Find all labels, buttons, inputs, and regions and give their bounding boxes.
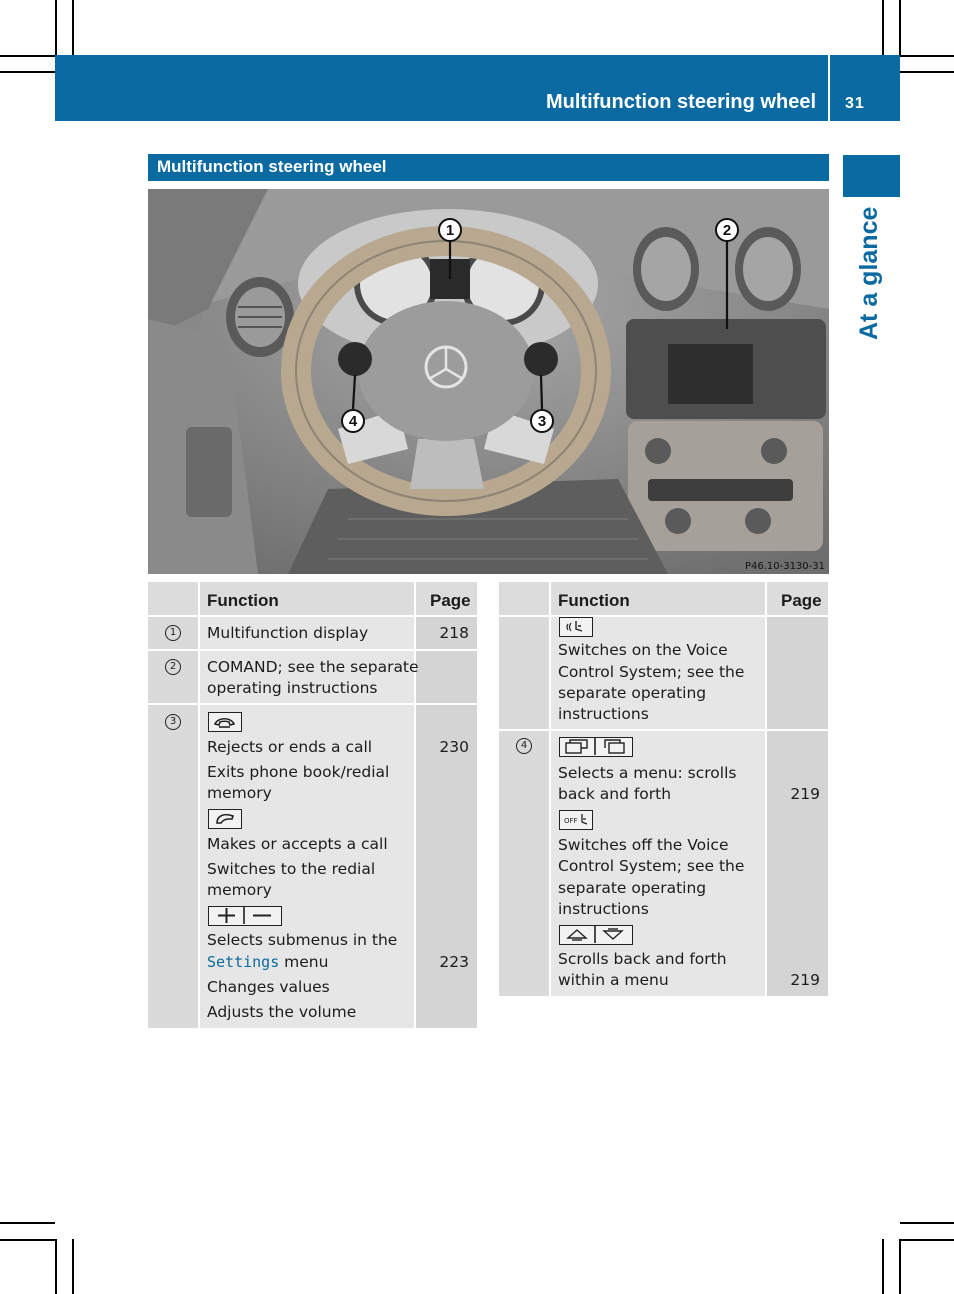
table-header: Function Page [499, 582, 828, 616]
crop-mark [899, 0, 901, 55]
page-column [767, 616, 828, 996]
page-number: 31 [845, 95, 865, 112]
row-text: Selects submenus in the [207, 931, 398, 949]
header-divider [828, 55, 830, 121]
row-divider [499, 729, 828, 731]
number-column [148, 616, 198, 1028]
row-number: 4 [516, 738, 532, 754]
crop-mark [0, 55, 55, 57]
row-page: 218 [439, 624, 469, 642]
column-header-page: Page [430, 591, 471, 610]
row-text-rest: menu [279, 953, 329, 971]
crop-mark [900, 1239, 954, 1241]
callout-4: 4 [349, 413, 358, 430]
column-header-function: Function [207, 591, 279, 610]
row-number: 3 [165, 714, 181, 730]
callout-2: 2 [723, 222, 731, 239]
crop-mark [882, 0, 884, 55]
row-page: 219 [790, 785, 820, 803]
row-text: Settings menu [207, 952, 328, 974]
settings-code-text: Settings [207, 953, 280, 971]
crop-mark [899, 1239, 901, 1294]
row-text: separate operating [558, 879, 707, 897]
row-number: 2 [165, 659, 181, 675]
dashboard-photo: 1 2 3 4 P46.10-3130-31 [148, 189, 829, 574]
row-text: Makes or accepts a call [207, 835, 388, 853]
column-header-function: Function [558, 591, 630, 610]
scroll-up-down-icon [559, 925, 633, 945]
row-text: instructions [558, 705, 649, 723]
column-divider [198, 582, 200, 1028]
row-text: Multifunction display [207, 624, 369, 642]
row-text: COMAND; see the separate [207, 658, 419, 676]
crop-mark [55, 0, 57, 55]
section-title: Multifunction steering wheel [148, 154, 829, 181]
row-divider [148, 703, 477, 705]
table-header: Function Page [148, 582, 477, 616]
voice-off-icon: OFF [559, 810, 593, 830]
plus-minus-icon [208, 906, 282, 926]
row-divider [148, 615, 477, 617]
crop-mark [0, 71, 55, 73]
row-text: Switches off the Voice [558, 836, 729, 854]
row-text: within a menu [558, 971, 669, 989]
row-text: Exits phone book/redial [207, 763, 390, 781]
row-divider [499, 615, 828, 617]
callout-1: 1 [446, 222, 454, 239]
function-table-right: Function Page Switches on the Voice Cont… [499, 582, 828, 996]
crop-mark [900, 71, 954, 73]
end-call-icon [208, 712, 242, 732]
row-text: Switches on the Voice [558, 641, 728, 659]
menu-back-forth-icon [559, 737, 633, 757]
crop-mark [0, 1222, 55, 1224]
row-text: Changes values [207, 978, 330, 996]
row-text: Switches to the redial [207, 860, 376, 878]
chapter-label: At a glance [855, 206, 883, 340]
svg-text:OFF: OFF [564, 817, 578, 825]
row-text: Control System; see the [558, 663, 745, 681]
accept-call-icon [208, 809, 242, 829]
crop-mark [900, 55, 954, 57]
page-header: Multifunction steering wheel 31 [55, 55, 900, 121]
row-text: Control System; see the [558, 857, 745, 875]
function-table-left: Function Page 1 Multifunction display 21… [148, 582, 477, 1028]
row-text: separate operating [558, 684, 707, 702]
row-text: Scrolls back and forth [558, 950, 727, 968]
header-title: Multifunction steering wheel [545, 91, 816, 113]
crop-mark [72, 1239, 74, 1294]
row-text: Selects a menu: scrolls [558, 764, 737, 782]
row-page: 219 [790, 971, 820, 989]
row-page: 223 [439, 953, 469, 971]
row-text: operating instructions [207, 679, 378, 697]
row-divider [148, 649, 477, 651]
row-text: memory [207, 784, 272, 802]
row-text: memory [207, 881, 272, 899]
row-text: instructions [558, 900, 649, 918]
column-divider [765, 582, 767, 996]
number-column [499, 616, 549, 996]
row-number: 1 [165, 625, 181, 641]
row-text: Adjusts the volume [207, 1003, 357, 1021]
crop-mark [0, 1239, 55, 1241]
crop-mark [900, 1222, 954, 1224]
crop-mark [72, 0, 74, 55]
callout-3: 3 [538, 413, 546, 430]
page-column [416, 616, 477, 1028]
voice-control-icon [559, 617, 593, 637]
crop-mark [882, 1239, 884, 1294]
row-page: 230 [439, 738, 469, 756]
crop-mark [55, 1239, 57, 1294]
column-divider [414, 582, 416, 1028]
photo-code: P46.10-3130-31 [745, 561, 825, 572]
column-header-page: Page [781, 591, 822, 610]
row-text: Rejects or ends a call [207, 738, 373, 756]
row-text: back and forth [558, 785, 672, 803]
chapter-tab [843, 155, 900, 197]
column-divider [549, 582, 551, 996]
